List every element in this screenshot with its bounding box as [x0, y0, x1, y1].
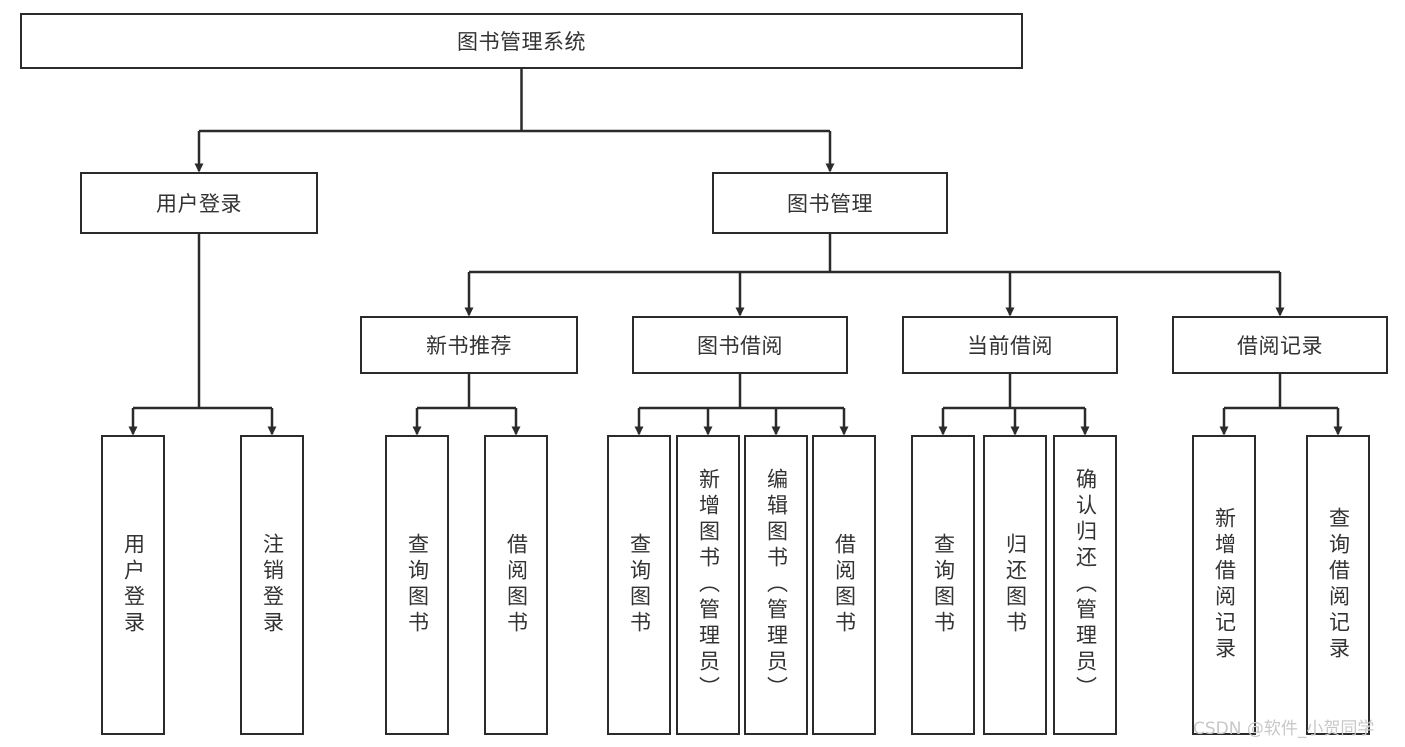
node-l_rc_add[interactable]: 新增借阅记录	[1192, 435, 1256, 735]
node-label: 查询借阅记录	[1326, 507, 1351, 663]
node-l_nb_q[interactable]: 查询图书	[385, 435, 449, 735]
node-label: 查询图书	[405, 533, 430, 637]
node-borrow[interactable]: 图书借阅	[632, 316, 848, 374]
node-current[interactable]: 当前借阅	[902, 316, 1118, 374]
node-label: 新增借阅记录	[1212, 507, 1237, 663]
node-l_logout[interactable]: 注销登录	[240, 435, 304, 735]
node-l_cu_r[interactable]: 归还图书	[983, 435, 1047, 735]
node-label: 查询图书	[627, 533, 652, 637]
node-l_br_q[interactable]: 查询图书	[607, 435, 671, 735]
edge-group	[128, 69, 1343, 436]
node-label: 新增图书（管理员）	[696, 468, 721, 702]
node-records[interactable]: 借阅记录	[1172, 316, 1388, 374]
node-root[interactable]: 图书管理系统	[20, 13, 1023, 69]
node-label: 注销登录	[260, 533, 285, 637]
node-l_br_edit[interactable]: 编辑图书（管理员）	[744, 435, 808, 735]
node-l_br_b[interactable]: 借阅图书	[812, 435, 876, 735]
node-label: 新书推荐	[426, 334, 512, 358]
node-bookmgmt[interactable]: 图书管理	[712, 172, 948, 234]
node-label: 当前借阅	[967, 334, 1053, 358]
node-label: 用户登录	[156, 192, 242, 216]
node-l_login[interactable]: 用户登录	[101, 435, 165, 735]
node-label: 用户登录	[121, 533, 146, 637]
node-label: 编辑图书（管理员）	[764, 468, 789, 702]
node-label: 图书借阅	[697, 334, 783, 358]
node-newbook[interactable]: 新书推荐	[360, 316, 578, 374]
node-label: 图书管理系统	[457, 30, 586, 54]
node-login[interactable]: 用户登录	[80, 172, 318, 234]
node-label: 借阅图书	[832, 533, 857, 637]
node-label: 查询图书	[931, 533, 956, 637]
node-l_cu_c[interactable]: 确认归还（管理员）	[1053, 435, 1117, 735]
node-label: 图书管理	[787, 192, 873, 216]
node-label: 借阅记录	[1237, 334, 1323, 358]
node-label: 借阅图书	[504, 533, 529, 637]
node-l_rc_q[interactable]: 查询借阅记录	[1306, 435, 1370, 735]
node-label: 确认归还（管理员）	[1073, 468, 1098, 702]
node-l_br_add[interactable]: 新增图书（管理员）	[676, 435, 740, 735]
node-l_cu_q[interactable]: 查询图书	[911, 435, 975, 735]
node-label: 归还图书	[1003, 533, 1028, 637]
node-l_nb_b[interactable]: 借阅图书	[484, 435, 548, 735]
